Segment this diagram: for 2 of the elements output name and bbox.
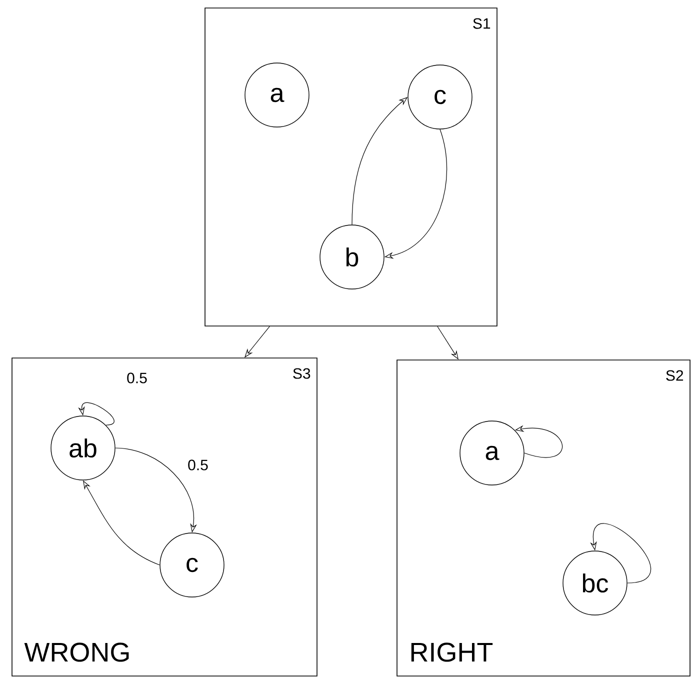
edge-label: 0.5 [126, 372, 148, 384]
edge-label: 0.5 [186, 458, 210, 472]
